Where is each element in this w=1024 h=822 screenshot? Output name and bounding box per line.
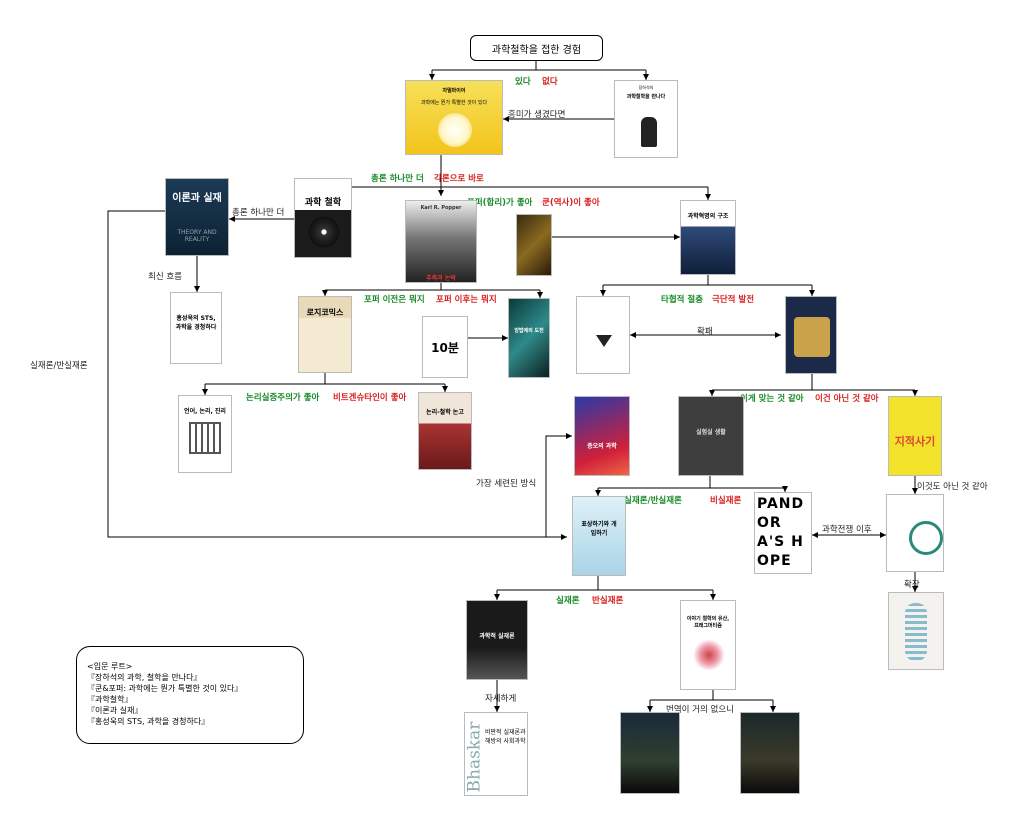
cover-title: 언어, 논리, 진리 <box>184 408 226 415</box>
legend-title: <입문 루트> <box>87 662 133 671</box>
cover-title: 증오의 과학 <box>587 443 617 450</box>
cover-series: 차멀마이어 <box>442 88 466 94</box>
seated-figure-icon <box>641 117 657 147</box>
cover-title: 과학에는 뭔가 특별한 것이 있다 <box>420 100 488 106</box>
machine-illustration-icon <box>794 317 830 357</box>
book-cover-pragmatism-1[interactable] <box>620 712 680 794</box>
triangle-icon <box>596 335 612 347</box>
edge-label-if-interested: 흥미가 생겼다면 <box>508 110 566 120</box>
book-cover-skeleton[interactable] <box>888 592 944 670</box>
legend-line: 『장하석의 과학, 철학을 만나다』 <box>87 673 202 682</box>
edge-label-neither: 이것도 아닌 것 같아 <box>917 482 988 492</box>
cover-title: 비판적 실재론과 해방의 사회과학 <box>485 729 526 745</box>
book-cover-b9[interactable]: 10분 <box>422 316 468 378</box>
edge-label-straight-to-topics: 각론으로 바로 <box>434 174 484 184</box>
cover-title: 방법에의 도전 <box>514 328 544 334</box>
edge-label-recent-trend: 최신 흐름 <box>148 272 182 282</box>
cover-author: Karl R. Popper <box>420 205 462 211</box>
book-cover-b6[interactable]: 과학혁명의 구조 <box>680 200 736 275</box>
book-cover-b10[interactable]: 방법에의 도전 <box>508 298 550 378</box>
book-cover-b4[interactable]: 이론과 실재 THEORY AND REALITY <box>165 178 229 256</box>
cover-title: 이론과 실재 <box>172 193 222 204</box>
edge-label-antirealism: 반실재론 <box>592 596 624 606</box>
edge-label-no: 없다 <box>542 77 558 87</box>
cover-title: PANDORA'S HOPE <box>757 496 805 569</box>
cover-title: 과학철학을 만나다 <box>626 94 666 100</box>
edge-label-realism-antirealism: 실재론/반실재론 <box>30 361 88 371</box>
edge-label-in-detail: 자세하게 <box>485 694 517 704</box>
legend-line: 『이론과 실재』 <box>87 706 143 715</box>
book-cover-b12[interactable]: 논리-철학 논고 <box>418 392 472 470</box>
book-cover-b11[interactable]: 언어, 논리, 진리 <box>178 395 232 473</box>
edge-label-extension: 확장 <box>904 580 920 590</box>
book-cover-b5[interactable]: Karl R. Popper 추측과 논박 <box>405 200 477 283</box>
book-cover-b14[interactable]: 실험실 생활 <box>678 396 744 476</box>
cover-spine-text: Bhaskar <box>464 721 485 793</box>
legend-line: 『쿤&포퍼: 과학에는 뭔가 특별한 것이 있다』 <box>87 684 243 693</box>
cover-title: 과학적 실재론 <box>479 633 515 640</box>
book-cover-b8[interactable]: 로지코믹스 <box>298 296 352 373</box>
edge-label-science-wars: 과학전쟁 이후 <box>822 525 872 535</box>
edge-label-realism-antirealism-2: 실재론/반실재론 <box>624 496 682 506</box>
book-cover-b7[interactable]: 홍성욱의 STS, 과학을 경청하다 <box>170 292 222 364</box>
edge-label-one-more-survey: 총론 하나만 더 <box>371 174 424 184</box>
book-cover-b13-top[interactable] <box>576 296 630 374</box>
book-cover-b19[interactable]: Bhaskar 비판적 실재론과 해방의 사회과학 <box>464 712 528 796</box>
book-cover-b13[interactable]: 증오의 과학 <box>574 396 630 476</box>
cover-title: 지적사기 <box>894 435 936 448</box>
cover-series: 장하석의 <box>638 85 654 90</box>
edge-label-few-translations: 번역이 거의 없으니 <box>666 705 734 715</box>
edge-label-before-popper: 포퍼 이전은 뭐지 <box>364 295 425 305</box>
book-cover-b3[interactable]: 과학 철학 <box>294 178 352 258</box>
vinyl-disc-icon <box>307 215 341 249</box>
edge-label-radical: 극단적 발전 <box>712 295 755 305</box>
edge-label-popper-good: 포퍼(합리)가 좋아 <box>467 198 533 208</box>
cover-title: 추측과 논박 <box>426 275 456 282</box>
legend-line: 『홍성욱의 STS, 과학을 경청하다』 <box>87 717 210 726</box>
edge-label-fits: 이게 맞는 것 같아 <box>740 394 804 404</box>
skeleton-icon <box>905 603 927 661</box>
cover-title: 과학 철학 <box>304 198 342 208</box>
wheel-icon <box>909 521 943 555</box>
book-cover-b18[interactable]: 과학적 실재론 <box>466 600 528 680</box>
book-cover-pragmatism-2[interactable] <box>740 712 800 794</box>
cover-title: 논리-철학 논고 <box>426 409 464 416</box>
cover-subtitle: THEORY AND REALITY <box>177 229 217 243</box>
legend-line: 『과학철학』 <box>87 695 133 704</box>
cover-title: 과학혁명의 구조 <box>687 213 729 220</box>
edge-label-logical-positivism: 논리실증주의가 좋아 <box>246 393 320 403</box>
cover-title: 홍성욱의 STS, 과학을 경청하다 <box>175 315 217 331</box>
root-question-box: 과학철학을 접한 경험 <box>470 35 603 61</box>
edge-label-after-popper: 포퍼 이후는 뭐지 <box>436 295 497 305</box>
edge-label-non-realism: 비실재론 <box>710 496 742 506</box>
edge-label-wittgenstein: 비트겐슈타인이 좋아 <box>333 393 407 403</box>
book-cover-b20[interactable]: 이야기 철학의 유산, 프래그머티즘 <box>680 600 736 690</box>
book-cover-b1[interactable]: 차멀마이어 과학에는 뭔가 특별한 것이 있다 <box>405 80 503 155</box>
intro-route-legend: <입문 루트> 『장하석의 과학, 철학을 만나다』 『쿤&포퍼: 과학에는 뭔… <box>76 646 304 744</box>
cover-title: 실험실 생활 <box>696 429 726 436</box>
book-cover-b15[interactable]: 지적사기 <box>888 396 942 476</box>
book-cover-b2[interactable]: 장하석의 과학철학을 만나다 <box>614 80 678 158</box>
edge-label-most-refined: 가장 세련된 방식 <box>476 479 537 489</box>
edge-label-compromise: 타협적 절충 <box>661 295 704 305</box>
cover-title: 10분 <box>431 341 459 355</box>
edge-label-yes: 있다 <box>515 77 531 87</box>
book-cover-b16[interactable]: 표상하기와 개입하기 <box>572 496 626 576</box>
book-cover-b14-top[interactable] <box>785 296 837 374</box>
edge-label-kuhn-good: 쿤(역사)이 좋아 <box>542 198 600 208</box>
lightbulb-icon <box>438 113 472 147</box>
book-cover-b6-small[interactable] <box>516 214 552 276</box>
maze-icon <box>189 422 221 454</box>
cover-title: 이야기 철학의 유산, 프래그머티즘 <box>686 616 730 629</box>
edge-label-expansion: 확패 <box>697 327 713 337</box>
edge-label-not-this: 이건 아닌 것 같아 <box>815 394 879 404</box>
edge-label-one-more-survey-2: 총론 하나만 더 <box>232 208 285 218</box>
edge-label-realism: 실재론 <box>556 596 580 606</box>
cover-title: 표상하기와 개입하기 <box>581 521 617 537</box>
collage-icon <box>693 639 725 671</box>
cover-title: 로지코믹스 <box>306 308 344 317</box>
book-cover-right-top[interactable] <box>886 494 944 572</box>
book-cover-b17[interactable]: PANDORA'S HOPE <box>754 492 812 574</box>
